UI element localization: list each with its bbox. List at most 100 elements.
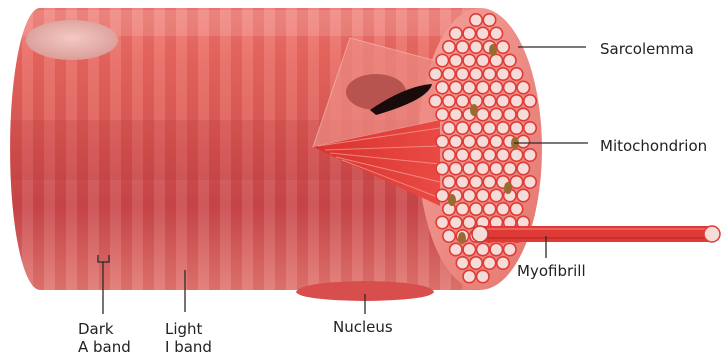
myofibril-end: [483, 257, 495, 269]
myofibril-end: [456, 41, 468, 53]
myofibril-end: [456, 176, 468, 188]
myofibril-end: [483, 203, 495, 215]
myofibril-end: [436, 135, 448, 147]
myofibril-end: [510, 122, 522, 134]
myofibril-end: [490, 243, 502, 255]
myofibril-end: [497, 149, 509, 161]
myofibril-end: [477, 135, 489, 147]
myofibril-end: [517, 135, 529, 147]
myofibril-end: [463, 135, 475, 147]
myofibril-end: [510, 203, 522, 215]
myofibril-end: [490, 135, 502, 147]
myofibril-end: [524, 95, 536, 107]
myofibrill-label: Myofibrill: [517, 262, 586, 280]
myofibril-end: [456, 122, 468, 134]
mitochondrion: [489, 44, 497, 56]
myofibril-end: [483, 95, 495, 107]
myofibril-end: [443, 176, 455, 188]
myofibril-end: [483, 122, 495, 134]
myofibril-end: [504, 54, 516, 66]
myofibril-end: [456, 68, 468, 80]
myofibril-end: [483, 149, 495, 161]
myofibril-end: [483, 14, 495, 26]
myofibril-end: [443, 149, 455, 161]
myofibril-end: [497, 203, 509, 215]
myofibril-end: [504, 81, 516, 93]
myofibril-end: [436, 54, 448, 66]
myofibril-end: [463, 54, 475, 66]
myofibril-end: [483, 68, 495, 80]
myofibril-end: [463, 189, 475, 201]
myofibril-end: [477, 270, 489, 282]
myofibril-end: [517, 162, 529, 174]
myofibril-end: [504, 162, 516, 174]
myofibril-end: [429, 95, 441, 107]
light-label-line2: I band: [165, 338, 212, 356]
light-label-line1: Light: [165, 320, 212, 338]
myofibril-end: [470, 149, 482, 161]
mitochondrion: [504, 182, 512, 194]
myofibril-end: [443, 95, 455, 107]
myofibril-end: [510, 176, 522, 188]
myofibril-end: [456, 257, 468, 269]
myofibril-end: [450, 108, 462, 120]
myofibril-end: [463, 27, 475, 39]
myofibril-end: [497, 41, 509, 53]
myofibril-end: [517, 189, 529, 201]
mitochondrion-label: Mitochondrion: [600, 137, 707, 155]
myofibril-end: [463, 243, 475, 255]
myofibril-end: [524, 176, 536, 188]
myofibril-end: [490, 54, 502, 66]
sarcolemma-label: Sarcolemma: [600, 40, 694, 58]
myofibril-end: [477, 81, 489, 93]
myofibril-end: [436, 81, 448, 93]
myofibril-end: [483, 176, 495, 188]
myofibril-end: [477, 108, 489, 120]
extracted-myofibril: [472, 226, 720, 242]
dark-label-line2: A band: [78, 338, 131, 356]
myofibril-end: [497, 257, 509, 269]
myofibril-end: [490, 108, 502, 120]
myofibril-end: [443, 230, 455, 242]
myofibril-end: [470, 203, 482, 215]
myofibril-end: [443, 68, 455, 80]
myofibril-end: [477, 162, 489, 174]
myofibril-end: [490, 27, 502, 39]
myofibril-end: [477, 189, 489, 201]
myofibril-end: [463, 216, 475, 228]
myofibril-end: [517, 108, 529, 120]
mitochondrion: [470, 104, 478, 116]
myofibril-end: [470, 176, 482, 188]
myofibril-end: [477, 243, 489, 255]
myofibril-end: [450, 27, 462, 39]
myofibril-end: [510, 149, 522, 161]
myofibril-end: [450, 81, 462, 93]
myofibril-end: [470, 14, 482, 26]
myofibril-end: [504, 108, 516, 120]
myofibril-end: [497, 68, 509, 80]
myofibril-end: [456, 203, 468, 215]
myofibril-end: [456, 95, 468, 107]
myofibril-end: [450, 54, 462, 66]
myofibril-end: [490, 189, 502, 201]
myofibril-end: [450, 135, 462, 147]
myofibril-end: [504, 243, 516, 255]
myofibril-end: [517, 81, 529, 93]
myofibril-end: [436, 189, 448, 201]
myofibril-end: [490, 81, 502, 93]
myofibril-end: [524, 122, 536, 134]
myofibril-end: [470, 257, 482, 269]
myofibril-end: [456, 149, 468, 161]
myofibril-end: [470, 41, 482, 53]
light-i-band-label: Light I band: [165, 320, 212, 356]
myofibril-end: [450, 216, 462, 228]
nucleus-bump-top: [26, 20, 118, 60]
myofibril-end: [450, 243, 462, 255]
myofibril-end: [436, 162, 448, 174]
myofibril-end: [490, 162, 502, 174]
dark-label-line1: Dark: [78, 320, 131, 338]
myofibril-end: [470, 122, 482, 134]
myofibril-end: [443, 41, 455, 53]
myofibril-end: [429, 68, 441, 80]
myofibril-end: [470, 68, 482, 80]
